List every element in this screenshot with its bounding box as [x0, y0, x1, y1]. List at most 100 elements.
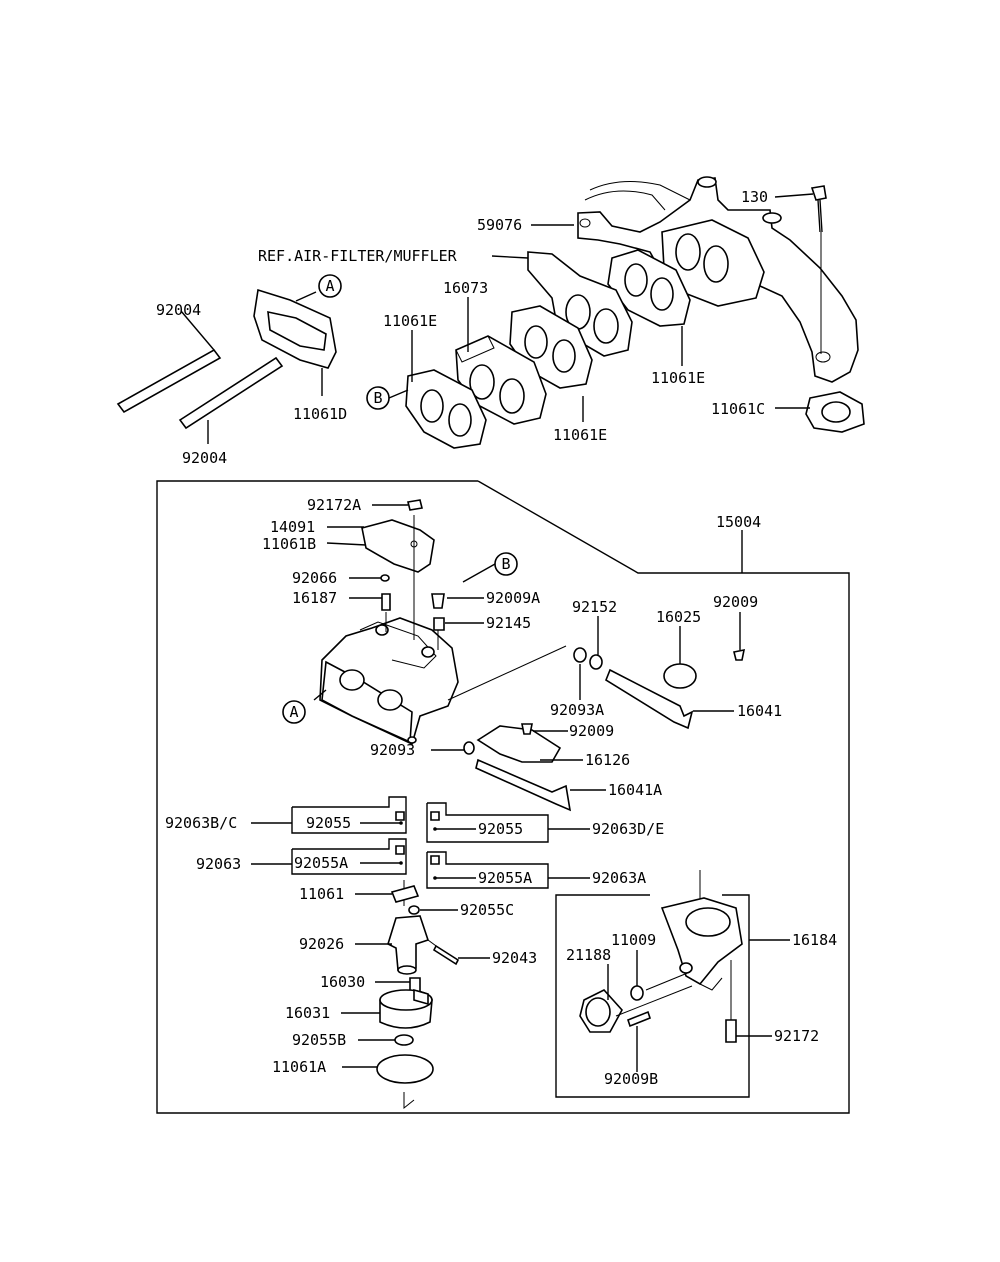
label-11061b: 11061B [262, 535, 316, 553]
bolt-130 [810, 185, 827, 233]
leader-lines [180, 193, 814, 1072]
bushing-92152 [589, 654, 603, 670]
label-92066: 92066 [292, 569, 337, 587]
oring-92055c [408, 905, 420, 915]
oring-11061a [376, 1054, 434, 1084]
carburetor-body [319, 617, 459, 746]
gasket-11061e-left [405, 369, 487, 449]
float-bowl-16031 [379, 988, 433, 1029]
callout-b-left: B [366, 386, 409, 410]
label-11009: 11009 [611, 931, 656, 949]
label-ref-air-filter-muffler: REF.AIR-FILTER/MUFFLER [258, 247, 458, 265]
label-16187: 16187 [292, 589, 337, 607]
svg-text:B: B [373, 389, 382, 407]
label-92009-mid: 92009 [569, 722, 614, 740]
label-92055a-left: 92055A [294, 854, 348, 872]
label-92063bc: 92063B/C [165, 814, 237, 832]
oring-92066 [380, 574, 390, 582]
subassembly-frame-16184 [555, 894, 750, 1098]
oring-11009 [630, 985, 644, 1001]
svg-text:B: B [501, 555, 510, 573]
callout-a-top: A [318, 274, 342, 298]
label-15004: 15004 [716, 513, 761, 531]
choke-shaft-16041 [605, 668, 694, 730]
label-92055b: 92055B [292, 1031, 346, 1049]
screw-92009a [431, 593, 445, 609]
spring-92145 [433, 617, 445, 631]
label-16126: 16126 [585, 751, 630, 769]
screw-92172 [725, 1019, 737, 1043]
label-59076: 59076 [477, 216, 522, 234]
oring-92055b [394, 1034, 414, 1046]
callout-a-low: A [282, 700, 306, 724]
stud-92004-lower [178, 356, 284, 430]
label-92055-right: 92055 [478, 820, 523, 838]
label-92093: 92093 [370, 741, 415, 759]
stud-92004-upper [116, 348, 222, 414]
box-92063de [426, 802, 549, 843]
label-92063a: 92063A [592, 869, 646, 887]
solenoid-21188 [579, 989, 623, 1033]
gasket-11061e-right [607, 249, 691, 327]
label-92063de: 92063D/E [592, 820, 664, 838]
label-92172: 92172 [774, 1027, 819, 1045]
screw-92172a [407, 499, 423, 511]
svg-text:A: A [325, 277, 334, 295]
solenoid-housing-16184 [660, 897, 743, 991]
label-92152: 92152 [572, 598, 617, 616]
spacer-block [455, 335, 547, 425]
screw-92009-top [733, 648, 746, 661]
screw-92009b [627, 1010, 651, 1028]
seal-92093 [463, 741, 475, 755]
label-92055a-right: 92055A [478, 869, 532, 887]
part-labels: 130 59076 REF.AIR-FILTER/MUFFLER 92004 9… [156, 188, 837, 1088]
label-130: 130 [741, 188, 768, 206]
label-11061: 11061 [299, 885, 344, 903]
screw-92009-mid [521, 723, 533, 735]
label-16073: 16073 [443, 279, 488, 297]
label-16041a: 16041A [608, 781, 662, 799]
cover-14091 [361, 519, 435, 573]
label-11061e-right: 11061E [651, 369, 705, 387]
seal-92093a [573, 647, 587, 663]
label-14091: 14091 [270, 518, 315, 536]
label-92004-lower: 92004 [182, 449, 227, 467]
box-92063 [291, 838, 407, 875]
label-11061c: 11061C [711, 400, 765, 418]
assembly-frame [156, 480, 850, 1114]
box-92063a [426, 851, 549, 889]
label-92043: 92043 [492, 949, 537, 967]
label-92063: 92063 [196, 855, 241, 873]
label-92009b: 92009B [604, 1070, 658, 1088]
screw-92043 [432, 944, 460, 966]
box-92063bc [291, 796, 407, 834]
label-92009-top: 92009 [713, 593, 758, 611]
label-16025: 16025 [656, 608, 701, 626]
label-92093a: 92093A [550, 701, 604, 719]
label-92004-upper: 92004 [156, 301, 201, 319]
gasket-11061 [390, 885, 420, 903]
screw-16187 [381, 593, 391, 611]
label-11061e-left: 11061E [383, 312, 437, 330]
label-92055-left: 92055 [306, 814, 351, 832]
label-16031: 16031 [285, 1004, 330, 1022]
solenoid-92026 [387, 915, 430, 975]
label-92145: 92145 [486, 614, 531, 632]
label-16030: 16030 [320, 973, 365, 991]
label-21188: 21188 [566, 946, 611, 964]
label-92172a: 92172A [307, 496, 361, 514]
label-11061e-mid: 11061E [553, 426, 607, 444]
gasket-11061d [253, 288, 337, 369]
label-16041: 16041 [737, 702, 782, 720]
label-92055c: 92055C [460, 901, 514, 919]
gasket-11061c [805, 391, 865, 433]
label-11061d: 11061D [293, 405, 347, 423]
choke-plate-16025 [663, 663, 697, 689]
intake-manifold [577, 176, 859, 383]
insulator-16073 [527, 251, 633, 357]
label-11061a: 11061A [272, 1058, 326, 1076]
callout-b-mid: B [494, 552, 518, 576]
throttle-plate-16126 [476, 725, 562, 763]
svg-text:A: A [289, 703, 298, 721]
